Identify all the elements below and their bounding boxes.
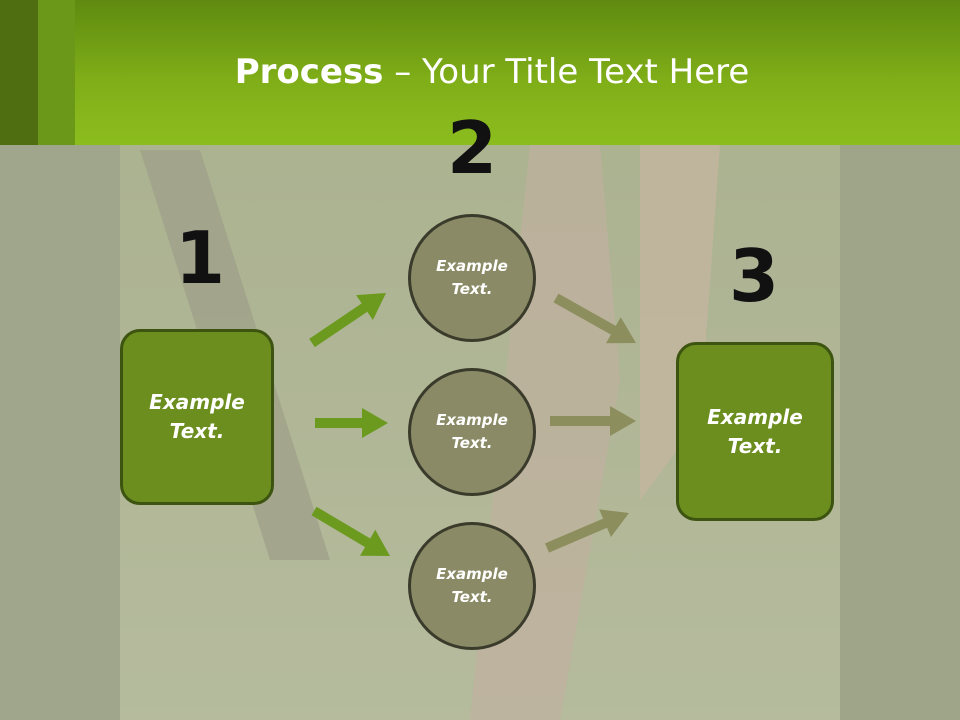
arrow-box1-to-circle-middle [315, 408, 388, 438]
step-box-3-line1: Example [707, 404, 803, 429]
step-box-3-line2: Text. [727, 433, 783, 458]
circle-top-line2: Text. [451, 280, 493, 298]
slide-title: Process – Your Title Text Here [0, 52, 960, 92]
step-number-2: 2 [446, 106, 498, 190]
title-rest: – Your Title Text Here [383, 52, 750, 92]
step-box-1-line1: Example [149, 390, 245, 414]
circle-middle-line1: Example [436, 411, 508, 429]
arrow-box1-to-circle-bottom [311, 506, 390, 556]
header-bar [0, 0, 960, 145]
circle-middle-line2: Text. [451, 434, 493, 452]
title-bold: Process [234, 52, 384, 92]
arrow-circle-top-to-box3 [553, 293, 636, 344]
step-box-1-line2: Text. [169, 419, 225, 443]
header-accent-strip [38, 0, 75, 145]
circle-bottom-line2: Text. [451, 588, 493, 606]
arrow-circle-middle-to-box3 [550, 406, 636, 436]
header-accent-strip [0, 0, 38, 145]
arrow-circle-bottom-to-box3 [545, 509, 629, 553]
circle-bottom-line1: Example [436, 565, 508, 583]
arrow-box1-to-circle-top [309, 293, 386, 348]
step-number-1: 1 [174, 216, 226, 300]
step-number-3: 3 [728, 234, 780, 318]
circle-top-line1: Example [436, 257, 508, 275]
